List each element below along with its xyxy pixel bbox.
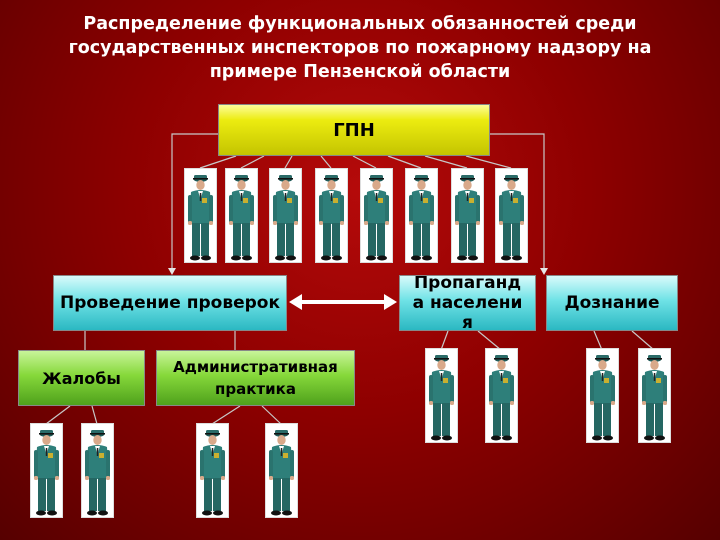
officer-figure-icon	[451, 168, 484, 263]
doznanie-box: Дознание	[546, 275, 678, 331]
gpn-label: ГПН	[333, 119, 375, 141]
provedenie-proverok-box: Проведение проверок	[53, 275, 287, 331]
officer-figure-icon	[405, 168, 438, 263]
officer-figure-icon	[495, 168, 528, 263]
officer-figure-icon	[638, 348, 671, 443]
officer-figure-icon	[184, 168, 217, 263]
page-title: Распределение функциональных обязанносте…	[68, 14, 652, 82]
propaganda-label: Пропаганда населения	[412, 275, 523, 331]
propaganda-box: Пропаганда населения	[399, 275, 536, 331]
officer-figure-icon	[225, 168, 258, 263]
officer-figure-icon	[360, 168, 393, 263]
gpn-box: ГПН	[218, 104, 490, 156]
double-arrow-icon	[289, 294, 397, 310]
admin-label: Административная практика	[173, 358, 338, 398]
officer-figure-icon	[196, 423, 229, 518]
officer-figure-icon	[315, 168, 348, 263]
doznanie-label: Дознание	[564, 293, 660, 313]
provedenie-label: Проведение проверок	[60, 293, 280, 313]
zhaloby-label: Жалобы	[42, 368, 121, 388]
officer-figure-icon	[30, 423, 63, 518]
admin-practice-box: Административная практика	[156, 350, 355, 406]
officer-figure-icon	[425, 348, 458, 443]
officer-figure-icon	[586, 348, 619, 443]
officer-figure-icon	[265, 423, 298, 518]
officer-figure-icon	[81, 423, 114, 518]
officer-figure-icon	[485, 348, 518, 443]
zhaloby-box: Жалобы	[18, 350, 145, 406]
officer-figure-icon	[269, 168, 302, 263]
